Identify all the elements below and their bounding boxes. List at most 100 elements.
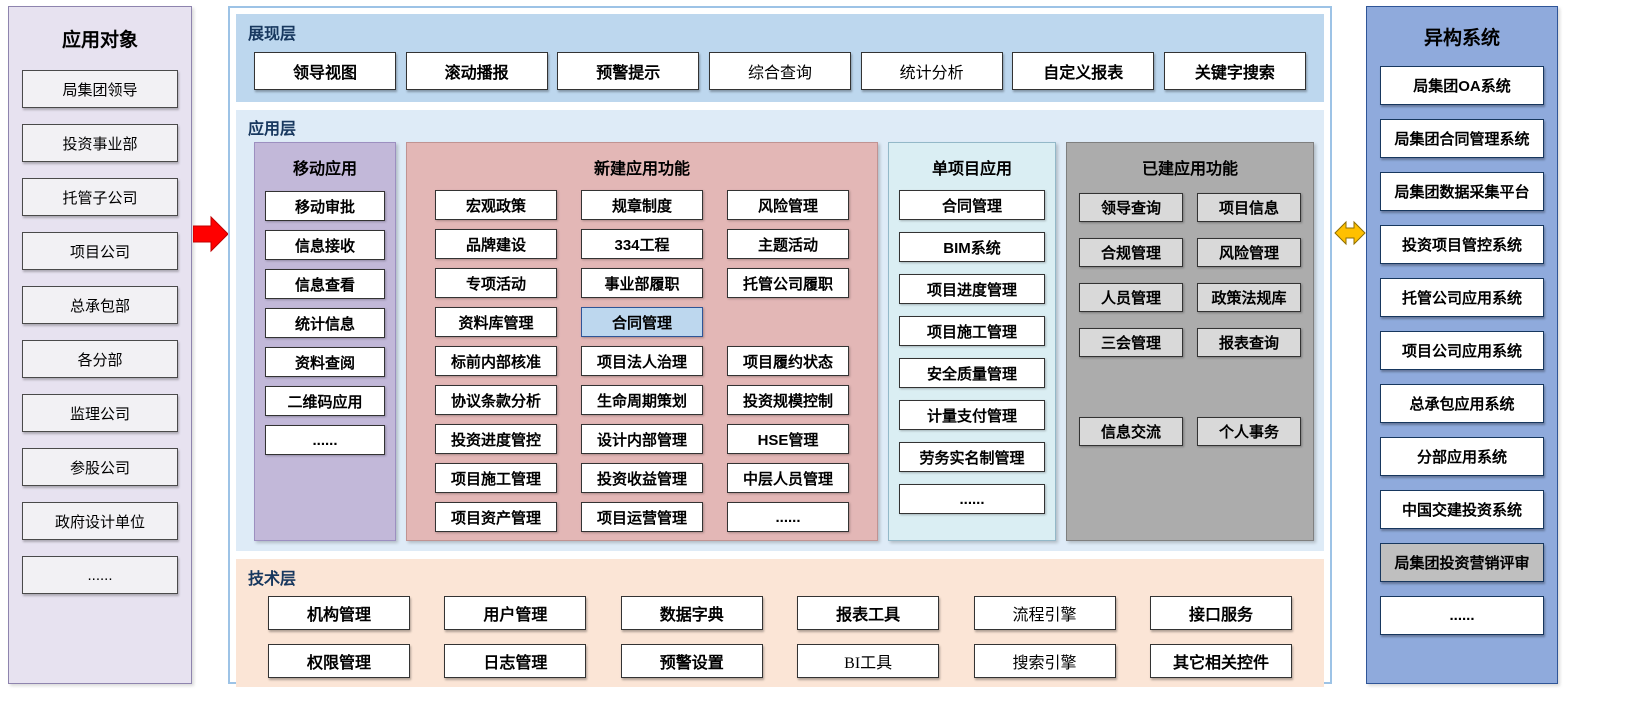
new-function-item: 风险管理 (727, 190, 849, 220)
heterogeneous-system-item: 投资项目管控系统 (1380, 225, 1544, 264)
technology-item: 日志管理 (444, 644, 587, 678)
built-function-item: 三会管理 (1079, 328, 1183, 357)
new-function-item: 334工程 (581, 229, 703, 259)
heterogeneous-system-item: 托管公司应用系统 (1380, 278, 1544, 317)
heterogeneous-system-item: 局集团OA系统 (1380, 66, 1544, 105)
application-object-item: 局集团领导 (22, 70, 178, 108)
heterogeneous-system-item: 局集团数据采集平台 (1380, 172, 1544, 211)
built-function-item: 个人事务 (1197, 417, 1301, 446)
technology-item: BI工具 (797, 644, 940, 678)
mobile-apps-panel: 移动应用 移动审批信息接收信息查看统计信息资料查阅二维码应用...... (254, 142, 396, 541)
single-project-item: 计量支付管理 (899, 400, 1045, 430)
technology-layer-label: 技术层 (248, 571, 297, 588)
new-function-item: HSE管理 (727, 424, 849, 454)
application-objects-panel: 应用对象 局集团领导投资事业部托管子公司项目公司总承包部各分部监理公司参股公司政… (8, 6, 192, 684)
new-function-item: 项目法人治理 (581, 346, 703, 376)
presentation-button: 自定义报表 (1012, 52, 1155, 90)
application-objects-title: 应用对象 (61, 30, 138, 51)
technology-item: 权限管理 (268, 644, 410, 678)
new-function-item: 投资进度管控 (435, 424, 557, 454)
technology-layer: 技术层 机构管理用户管理数据字典报表工具流程引擎接口服务权限管理日志管理预警设置… (236, 559, 1324, 687)
built-function-item: 人员管理 (1079, 283, 1183, 312)
technology-item: 预警设置 (620, 644, 763, 678)
technology-item: 接口服务 (1149, 596, 1292, 630)
new-function-item: 品牌建设 (435, 229, 557, 259)
new-function-item: 设计内部管理 (581, 424, 703, 454)
technology-item: 其它相关控件 (1149, 644, 1292, 678)
heterogeneous-systems-list: 局集团OA系统局集团合同管理系统局集团数据采集平台投资项目管控系统托管公司应用系… (1380, 66, 1544, 635)
built-functions-grid-top: 领导查询项目信息合规管理风险管理人员管理政策法规库三会管理报表查询 (1079, 193, 1301, 357)
mobile-apps-list: 移动审批信息接收信息查看统计信息资料查阅二维码应用...... (265, 191, 385, 455)
built-function-item: 项目信息 (1197, 193, 1301, 222)
built-functions-panel: 已建应用功能 领导查询项目信息合规管理风险管理人员管理政策法规库三会管理报表查询… (1066, 142, 1314, 541)
single-project-item: 合同管理 (899, 190, 1045, 220)
built-function-item: 领导查询 (1079, 193, 1183, 222)
new-function-item: 投资收益管理 (581, 463, 703, 493)
single-project-item: ...... (899, 484, 1045, 514)
built-functions-title: 已建应用功能 (1141, 161, 1238, 178)
application-objects-list: 局集团领导投资事业部托管子公司项目公司总承包部各分部监理公司参股公司政府设计单位… (22, 70, 178, 594)
technology-item: 流程引擎 (973, 596, 1116, 630)
application-object-item: ...... (22, 556, 178, 594)
heterogeneous-system-item: ...... (1380, 596, 1544, 635)
single-project-title: 单项目应用 (931, 161, 1012, 178)
new-function-item: 事业部履职 (581, 268, 703, 298)
new-function-item: 宏观政策 (435, 190, 557, 220)
new-function-item: 专项活动 (435, 268, 557, 298)
new-function-item: ...... (727, 502, 849, 532)
technology-item: 搜索引擎 (973, 644, 1116, 678)
technology-item: 数据字典 (620, 596, 763, 630)
technology-item: 用户管理 (444, 596, 587, 630)
built-functions-grid-bottom: 信息交流个人事务 (1079, 417, 1301, 446)
heterogeneous-system-item: 局集团合同管理系统 (1380, 119, 1544, 158)
presentation-button: 关键字搜索 (1163, 52, 1306, 90)
built-function-item: 风险管理 (1197, 238, 1301, 267)
application-object-item: 项目公司 (22, 232, 178, 270)
single-project-item: 劳务实名制管理 (899, 442, 1045, 472)
new-function-item: 标前内部核准 (435, 346, 557, 376)
input-flow-arrow-icon (193, 215, 228, 253)
new-function-item: 协议条款分析 (435, 385, 557, 415)
new-function-item: 托管公司履职 (727, 268, 849, 298)
heterogeneous-systems-panel: 异构系统 局集团OA系统局集团合同管理系统局集团数据采集平台投资项目管控系统托管… (1366, 6, 1558, 684)
presentation-button: 滚动播报 (405, 52, 548, 90)
new-function-item: 主题活动 (727, 229, 849, 259)
new-function-item: 中层人员管理 (727, 463, 849, 493)
application-object-item: 投资事业部 (22, 124, 178, 162)
mobile-app-item: 移动审批 (265, 191, 385, 221)
heterogeneous-system-item: 局集团投资营销评审 (1380, 543, 1544, 582)
mobile-app-item: 资料查阅 (265, 347, 385, 377)
mobile-app-item: 信息查看 (265, 269, 385, 299)
heterogeneous-system-item: 总承包应用系统 (1380, 384, 1544, 423)
built-function-item: 报表查询 (1197, 328, 1301, 357)
new-function-item: 合同管理 (581, 307, 703, 337)
built-function-item: 政策法规库 (1197, 283, 1301, 312)
new-function-item: 生命周期策划 (581, 385, 703, 415)
application-layer: 应用层 移动应用 移动审批信息接收信息查看统计信息资料查阅二维码应用......… (236, 110, 1324, 551)
new-function-item: 资料库管理 (435, 307, 557, 337)
presentation-button: 预警提示 (557, 52, 700, 90)
heterogeneous-system-item: 中国交建投资系统 (1380, 490, 1544, 529)
application-layer-label: 应用层 (248, 121, 297, 138)
mobile-app-item: ...... (265, 425, 385, 455)
single-project-item: 项目施工管理 (899, 316, 1045, 346)
application-layer-body: 移动应用 移动审批信息接收信息查看统计信息资料查阅二维码应用...... 新建应… (248, 142, 1314, 541)
new-functions-title: 新建应用功能 (593, 161, 690, 178)
new-function-item: 项目施工管理 (435, 463, 557, 493)
new-function-item: 项目运营管理 (581, 502, 703, 532)
application-object-item: 托管子公司 (22, 178, 178, 216)
application-object-item: 政府设计单位 (22, 502, 178, 540)
technology-item: 报表工具 (797, 596, 940, 630)
presentation-button: 领导视图 (254, 52, 396, 90)
mobile-app-item: 统计信息 (265, 308, 385, 338)
technology-item: 机构管理 (268, 596, 410, 630)
technology-row: 权限管理日志管理预警设置 BI工具搜索引擎其它相关控件 (268, 644, 1292, 678)
single-project-item: 项目进度管理 (899, 274, 1045, 304)
technology-row: 机构管理用户管理数据字典报表工具流程引擎接口服务 (268, 596, 1292, 630)
application-object-item: 参股公司 (22, 448, 178, 486)
new-function-item: 投资规模控制 (727, 385, 849, 415)
